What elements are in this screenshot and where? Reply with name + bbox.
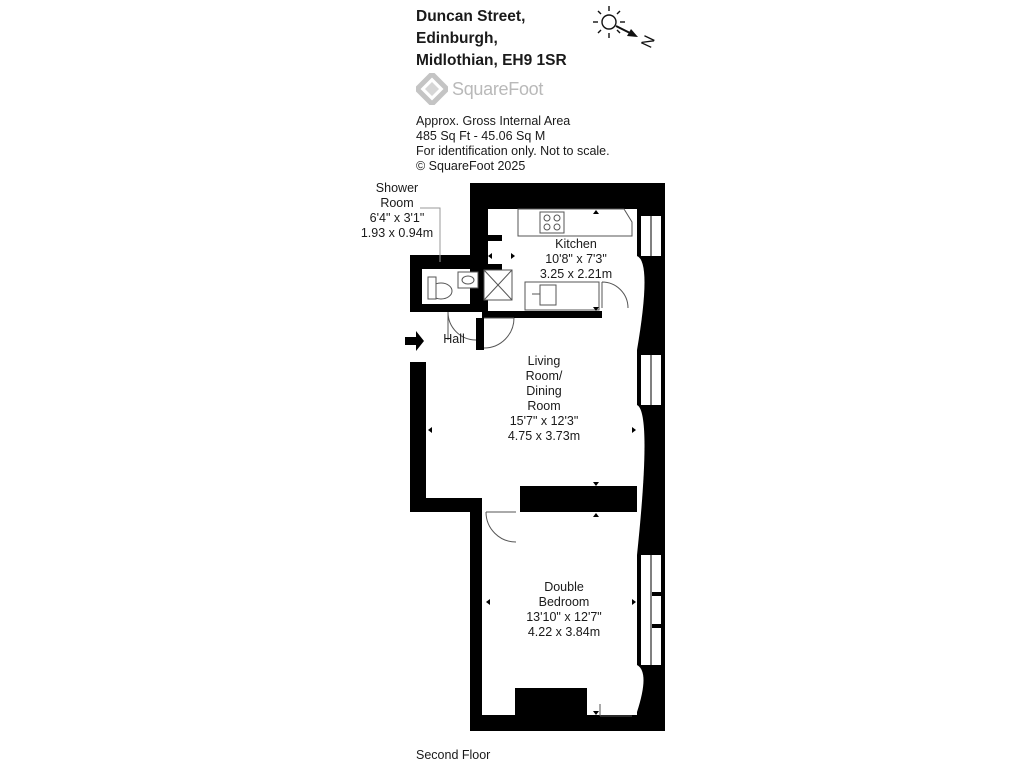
bedroom-left-wall [470, 498, 482, 731]
floor-label: Second Floor [416, 748, 491, 762]
bedroom-name-2: Bedroom [538, 595, 590, 609]
compass: N [593, 6, 659, 51]
area-info: Approx. Gross Internal Area 485 Sq Ft - … [416, 114, 610, 174]
hob-icon [539, 211, 565, 234]
shower-label-leader [420, 207, 441, 262]
wall-recess-curves [637, 256, 645, 712]
left-wall-lower [410, 362, 426, 512]
kitchen-label: Kitchen 10'8" x 7'3" 3.25 x 2.21m [526, 237, 626, 282]
address-line-city: Edinburgh, [416, 30, 498, 47]
address-line-street: Duncan Street, [416, 8, 526, 25]
sink-icon [539, 284, 557, 306]
kitchen-living-partition [482, 311, 602, 318]
living-room-metric: 4.75 x 3.73m [507, 429, 581, 443]
bedroom-name-1: Double [544, 580, 584, 594]
living-bedroom-wall [520, 486, 645, 512]
lower-left-step [410, 498, 482, 512]
logo-text: SquareFoot [452, 78, 544, 99]
sun-icon [593, 6, 625, 38]
double-bedroom-label: Double Bedroom 13'10" x 12'7" 4.22 x 3.8… [514, 580, 614, 640]
shower-room-fixtures [427, 269, 513, 301]
hall-label: Hall [437, 332, 471, 347]
kitchen-fixtures [488, 208, 633, 311]
kitchen-imperial: 10'8" x 7'3" [545, 252, 607, 266]
living-room-label: Living Room/ Dining Room 15'7" x 12'3" 4… [494, 354, 594, 444]
living-room-name-4: Room [527, 399, 561, 413]
shower-wall-left [410, 255, 422, 311]
property-address: Duncan Street, Edinburgh, Midlothian, EH… [416, 6, 567, 72]
shower-wall-bottom [410, 304, 488, 312]
chimney-breast [515, 688, 587, 718]
kitchen-worktop-top [517, 208, 633, 237]
squarefoot-diamond-logo-icon [416, 73, 448, 105]
shower-door-arc [447, 311, 477, 341]
gross-area-heading: Approx. Gross Internal Area [416, 114, 571, 128]
hall-name: Hall [443, 332, 465, 346]
shower-room-name-2: Room [380, 196, 414, 210]
shower-room-metric: 1.93 x 0.94m [360, 226, 434, 240]
disclaimer-text: For identification only. Not to scale. [416, 144, 610, 158]
kitchen-metric: 3.25 x 2.21m [539, 267, 613, 281]
copyright-text: © SquareFoot 2025 [416, 159, 526, 173]
entrance-arrow-icon [405, 331, 424, 351]
shower-room-name-1: Shower [375, 181, 419, 195]
living-room-imperial: 15'7" x 12'3" [509, 414, 579, 428]
address-line-region: Midlothian, EH9 1SR [416, 52, 567, 69]
bedroom-right-door-arc [599, 704, 632, 717]
shower-wall-top [410, 255, 488, 269]
gross-area-value: 485 Sq Ft - 45.06 Sq M [416, 129, 546, 143]
living-room-name-2: Room/ [525, 369, 563, 383]
north-arrow-icon [615, 25, 638, 37]
hall-partition [476, 318, 484, 350]
kitchen-door-arc [601, 281, 629, 309]
bedroom-metric: 4.22 x 3.84m [527, 625, 601, 639]
shower-room-imperial: 6'4" x 3'1" [369, 211, 425, 225]
shower-room-label: Shower Room 6'4" x 3'1" 1.93 x 0.94m [352, 181, 442, 241]
kitchen-worktop-lower [524, 281, 600, 311]
bottom-wall [470, 715, 665, 731]
living-room-name-1: Living [527, 354, 561, 368]
hall-door-arc [483, 317, 515, 349]
bedroom-imperial: 13'10" x 12'7" [526, 610, 602, 624]
doors [447, 281, 632, 717]
kitchen-name: Kitchen [555, 237, 597, 251]
bedroom-door-arc [485, 511, 517, 543]
squarefoot-logo: SquareFoot [416, 72, 543, 106]
top-wall [470, 183, 665, 209]
living-room-name-3: Dining [526, 384, 562, 398]
dimension-ticks [428, 210, 636, 715]
windows [641, 216, 664, 665]
